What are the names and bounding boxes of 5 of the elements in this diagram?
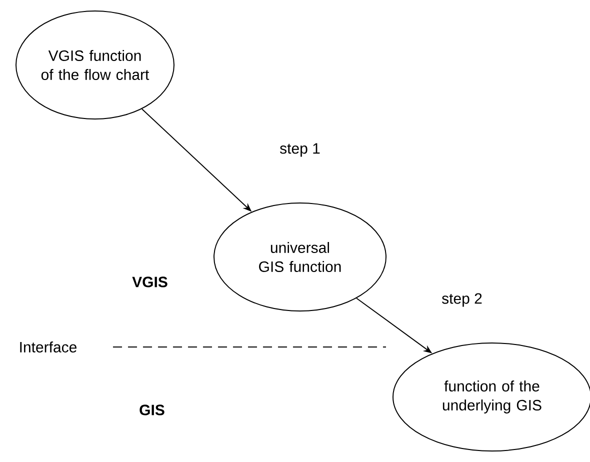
- step-label: step 2: [442, 293, 482, 307]
- layer-label: GIS: [140, 404, 164, 416]
- layer-label: VGIS: [132, 276, 168, 288]
- interface-label: Interface: [20, 342, 77, 352]
- step-label: step 1: [280, 143, 320, 157]
